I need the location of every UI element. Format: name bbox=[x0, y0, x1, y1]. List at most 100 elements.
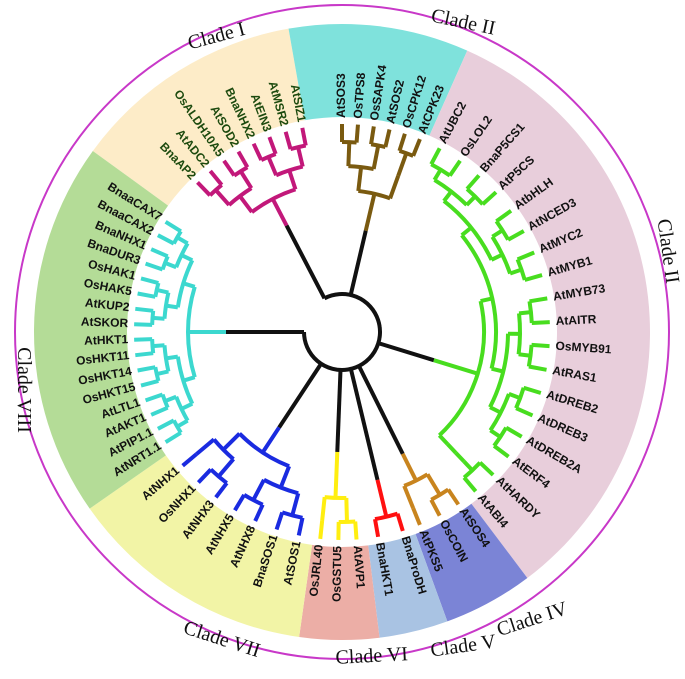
leaf-label-osmyb91: OsMYB91 bbox=[555, 339, 612, 357]
cherry-viii-10 bbox=[153, 282, 161, 298]
branch-oslol2 bbox=[448, 159, 462, 177]
stem-vii-1-0b bbox=[221, 432, 241, 452]
clade-label-v: Clade V bbox=[429, 631, 498, 662]
leaf-label-atskor: AtSKOR bbox=[81, 314, 129, 330]
clade-band-vi bbox=[299, 544, 380, 640]
stem-viii-0-2b bbox=[152, 343, 165, 349]
stem-ii-right-1-2b bbox=[489, 405, 502, 415]
branch-bnadur3 bbox=[144, 261, 164, 272]
stem-ii-right-1-4 bbox=[454, 451, 466, 463]
clade-label-ii-right: Clade II bbox=[653, 217, 684, 284]
node-ii-top-0-0 bbox=[348, 164, 375, 172]
stem-ii-right-1-0b bbox=[490, 252, 504, 262]
branch-athkt1 bbox=[134, 337, 153, 342]
branch-atskor bbox=[134, 322, 153, 327]
branch-bnaacax7 bbox=[164, 220, 182, 234]
branch-bnanhx2 bbox=[251, 142, 264, 161]
branch-atmyb1 bbox=[524, 273, 543, 282]
stem-vii-root bbox=[260, 426, 281, 454]
clade-band-v bbox=[368, 534, 448, 638]
stem-i-0-2b bbox=[296, 146, 305, 168]
clade-label-ii-top: Clade II bbox=[429, 5, 497, 40]
branch-atsos4 bbox=[446, 488, 460, 506]
branch-atnhx8 bbox=[253, 503, 265, 522]
root-stem-2 bbox=[377, 341, 435, 363]
clade-band-vii bbox=[89, 455, 313, 638]
stem-viii-0-0a bbox=[176, 418, 189, 429]
leaf-label-atavp1: AtAVP1 bbox=[351, 545, 368, 589]
cherry-viii-2 bbox=[160, 393, 170, 409]
stem-ii-right-2-0b bbox=[491, 366, 504, 374]
stem-ii-top-1-0a bbox=[356, 166, 364, 192]
stem-vii-1-0a bbox=[278, 465, 291, 489]
branch-oscpk12 bbox=[397, 133, 407, 152]
stem-vii-0-2b bbox=[195, 437, 216, 456]
stem-ii-top-1-0b bbox=[388, 175, 401, 200]
stem-viii-0-4b bbox=[156, 287, 169, 295]
stem-vi-0-0a bbox=[344, 497, 349, 522]
stem-iv-root bbox=[400, 452, 418, 482]
branch-atltl1 bbox=[144, 392, 164, 403]
tree-branches bbox=[134, 124, 550, 541]
branch-bnap5cs1 bbox=[465, 174, 481, 191]
branch-aterf4 bbox=[492, 444, 510, 459]
stem-viii-0-2a bbox=[156, 369, 169, 377]
branch-atpip1-1 bbox=[156, 418, 175, 431]
stem-iv-0-0a bbox=[425, 473, 442, 496]
stem-ii-top-0-0b bbox=[371, 145, 381, 170]
leaf-label-oshkt11: OsHKT11 bbox=[75, 348, 130, 368]
stem-iv-0-0b bbox=[402, 485, 416, 509]
cherry-vii-2 bbox=[243, 493, 264, 507]
stem-vi-0-0b bbox=[320, 496, 327, 522]
stem-i-root bbox=[270, 198, 289, 227]
node-viii-0-2 bbox=[162, 345, 171, 372]
stem-ii-right-0-6a bbox=[508, 392, 521, 400]
branch-atkup2 bbox=[135, 306, 154, 313]
branch-atakt1 bbox=[150, 405, 169, 417]
stem-ii-right-0-4b bbox=[518, 352, 531, 358]
branch-atnhx1 bbox=[181, 452, 198, 468]
branch-oshak5 bbox=[137, 291, 156, 299]
branch-atmsr2 bbox=[283, 131, 293, 150]
branch-atp5cs bbox=[481, 190, 498, 206]
leaf-label-ataitr: AtAITR bbox=[555, 312, 597, 328]
branch-bnanhx1 bbox=[150, 247, 169, 259]
cherry-i-6 bbox=[289, 143, 307, 152]
cherry-vii-4 bbox=[209, 467, 228, 485]
stem-viii-2-0a bbox=[182, 375, 196, 383]
branch-bnahkt1 bbox=[373, 518, 381, 538]
stem-ii-right-root bbox=[433, 358, 479, 376]
branch-osjrl40 bbox=[318, 520, 325, 540]
branch-atmyb73 bbox=[529, 296, 548, 304]
clade-band-iv bbox=[415, 503, 528, 622]
branch-oshkt14 bbox=[137, 365, 156, 373]
branch-ataitr bbox=[531, 320, 550, 326]
stem-ii-right-0-2b bbox=[509, 267, 523, 276]
stem-viii-2-0b bbox=[182, 281, 196, 289]
branch-atnhx5 bbox=[233, 493, 246, 512]
branch-atadc2 bbox=[208, 169, 224, 187]
node-ii-right-0-0 bbox=[433, 178, 469, 207]
root-stem-5 bbox=[335, 369, 343, 452]
branch-ossapk4 bbox=[369, 126, 376, 145]
cherry-i-0 bbox=[208, 183, 223, 197]
stem-ii-right-3-0a bbox=[480, 296, 493, 304]
branch-atnhx3 bbox=[214, 481, 229, 499]
branch-atdreb2 bbox=[523, 385, 542, 395]
branch-atdreb3 bbox=[515, 406, 534, 418]
stem-i-0-2a bbox=[266, 156, 279, 177]
branch-atbhlh bbox=[495, 209, 513, 223]
branch-oshkt15 bbox=[140, 379, 159, 388]
stem-i-1-0a bbox=[238, 194, 254, 214]
branch-oshak1 bbox=[140, 276, 159, 285]
stem-vii-0-2a bbox=[217, 457, 235, 478]
leaf-label-osjrl40: OsJRL40 bbox=[306, 544, 325, 598]
root-stem-0 bbox=[284, 224, 327, 300]
cherry-viii-4 bbox=[153, 366, 161, 382]
root-stem-4 bbox=[348, 368, 380, 481]
stem-ii-top-0-0a bbox=[346, 142, 352, 167]
node-vi-0-0 bbox=[324, 495, 347, 500]
branch-ostps8 bbox=[354, 124, 360, 143]
branch-atmyc2 bbox=[516, 250, 535, 262]
